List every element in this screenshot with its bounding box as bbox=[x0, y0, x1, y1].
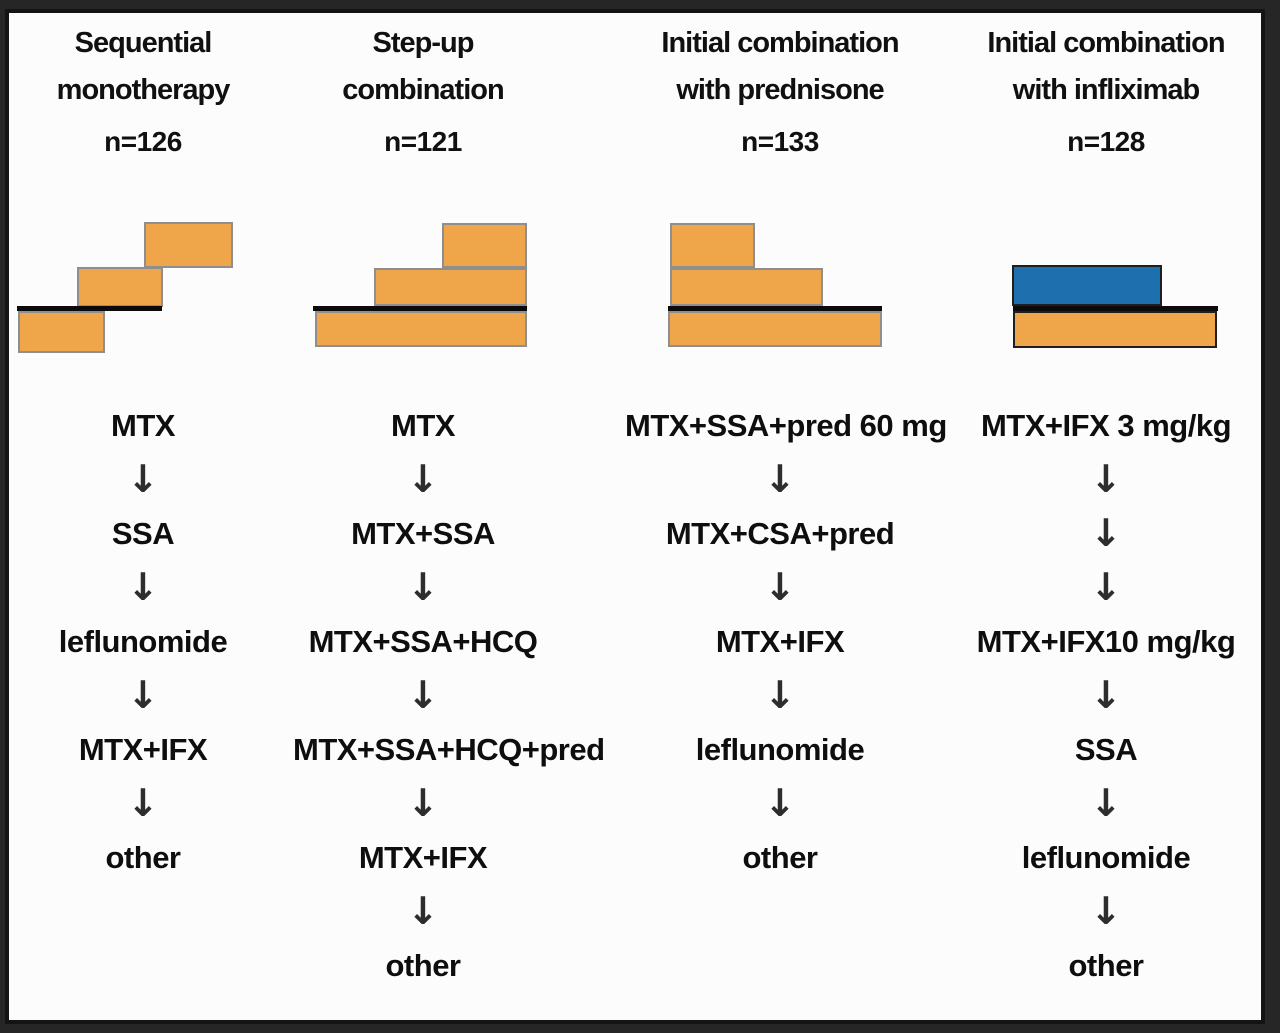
flow-step-label: SSA bbox=[111, 516, 175, 551]
column-title-line1: Step-up bbox=[372, 27, 475, 59]
flow-step-label: MTX+SSA+HCQ bbox=[308, 624, 538, 659]
flow-step-label: leflunomide bbox=[58, 624, 228, 659]
baseline-bar bbox=[17, 306, 162, 311]
treatment-step-bar bbox=[670, 223, 755, 268]
baseline-bar bbox=[1013, 306, 1218, 311]
treatment-step-bar bbox=[442, 223, 527, 268]
arrow-down-icon: ↓ bbox=[764, 781, 796, 825]
column-title-line2: with prednisone bbox=[676, 74, 884, 106]
flow-step-label: leflunomide bbox=[1021, 840, 1191, 875]
column-title-line2: combination bbox=[342, 74, 504, 106]
arrow-down-icon: ↓ bbox=[1090, 673, 1122, 717]
sample-size-label: n=121 bbox=[384, 126, 462, 157]
column-header: Sequential monotherapy n=126 bbox=[13, 20, 273, 158]
column-title-line1: Initial combination bbox=[987, 27, 1225, 59]
flow-step-label: other bbox=[105, 840, 182, 875]
arrow-down-icon: ↓ bbox=[407, 565, 439, 609]
arrow-down-icon: ↓ bbox=[127, 457, 159, 501]
column-header: Initial combination with prednisone n=13… bbox=[625, 20, 935, 158]
flow-step-label: other bbox=[385, 948, 462, 983]
flow-step-label: SSA bbox=[1074, 732, 1138, 767]
treatment-step-bar bbox=[18, 311, 105, 353]
arrow-down-icon: ↓ bbox=[764, 565, 796, 609]
flow-step-label: MTX+SSA bbox=[351, 516, 495, 551]
arrow-down-icon: ↓ bbox=[1090, 511, 1122, 555]
treatment-flow: MTX ↓ MTX+SSA ↓ MTX+SSA+HCQ ↓ MTX+SSA+HCQ+pred… bbox=[293, 0, 605, 1033]
treatment-flow: MTX+IFX 3 mg/kg ↓ ↓ ↓ MTX+IFX10 mg/kg ↓ SSA ↓ le… bbox=[950, 0, 1262, 1033]
infliximab-step-bar bbox=[1012, 265, 1162, 306]
flow-step-label: MTX+SSA+pred 60 mg bbox=[625, 408, 947, 443]
flow-step-label: leflunomide bbox=[695, 732, 865, 767]
arrow-down-icon: ↓ bbox=[407, 889, 439, 933]
flow-step-label: MTX+IFX 3 mg/kg bbox=[980, 408, 1232, 443]
treatment-flow: MTX+SSA+pred 60 mg ↓ MTX+CSA+pred ↓ MTX+IFX ↓… bbox=[625, 0, 947, 1033]
column-header: Initial combination with infliximab n=12… bbox=[950, 20, 1262, 158]
flow-step-label: MTX+IFX10 mg/kg bbox=[976, 624, 1236, 659]
flow-step-label: MTX+IFX bbox=[358, 840, 488, 875]
column-step-up-combination: Step-up combination n=121 MTX↓MTX+SSA↓MT… bbox=[293, 0, 605, 1033]
column-title-line1: Initial combination bbox=[661, 27, 899, 59]
column-sequential-monotherapy: Sequential monotherapy n=126 MTX ↓ SSA ↓ lef… bbox=[13, 0, 273, 1033]
column-initial-combination-prednisone: Initial combination with prednisone n=13… bbox=[625, 0, 947, 1033]
flow-step-label: MTX bbox=[111, 408, 175, 443]
treatment-flow: MTX ↓ SSA ↓ leflunomide ↓ MTX+IFX ↓ other bbox=[13, 0, 273, 1033]
baseline-bar bbox=[668, 306, 882, 311]
flow-step-label: MTX+IFX bbox=[78, 732, 208, 767]
arrow-down-icon: ↓ bbox=[1090, 781, 1122, 825]
arrow-down-icon: ↓ bbox=[407, 457, 439, 501]
flow-step-label: MTX+IFX bbox=[715, 624, 845, 659]
sample-size-label: n=128 bbox=[1067, 126, 1145, 157]
flow-step-label: MTX+SSA+HCQ+pred bbox=[293, 732, 605, 767]
arrow-down-icon: ↓ bbox=[127, 781, 159, 825]
treatment-step-bar bbox=[315, 311, 527, 347]
arrow-down-icon: ↓ bbox=[407, 673, 439, 717]
column-title-line2: monotherapy bbox=[56, 74, 231, 106]
treatment-step-bar bbox=[374, 268, 527, 306]
arrow-down-icon: ↓ bbox=[127, 673, 159, 717]
baseline-bar bbox=[313, 306, 527, 311]
flow-step-label: other bbox=[1068, 948, 1145, 983]
arrow-down-icon: ↓ bbox=[1090, 457, 1122, 501]
treatment-step-bar bbox=[1013, 311, 1217, 348]
arrow-down-icon: ↓ bbox=[407, 781, 439, 825]
arrow-down-icon: ↓ bbox=[1090, 565, 1122, 609]
column-header: Step-up combination n=121 bbox=[293, 20, 553, 158]
figure-panel bbox=[5, 9, 1265, 1024]
column-title-line2: with infliximab bbox=[1012, 74, 1200, 106]
flow-step-label: MTX bbox=[391, 408, 455, 443]
treatment-step-bar bbox=[670, 268, 823, 306]
column-title-line1: Sequential bbox=[74, 27, 213, 59]
arrow-down-icon: ↓ bbox=[764, 673, 796, 717]
sample-size-label: n=133 bbox=[741, 126, 819, 157]
treatment-step-bar bbox=[144, 222, 233, 268]
arrow-down-icon: ↓ bbox=[127, 565, 159, 609]
flow-step-label: other bbox=[742, 840, 819, 875]
arrow-down-icon: ↓ bbox=[1090, 889, 1122, 933]
arrow-down-icon: ↓ bbox=[764, 457, 796, 501]
column-initial-combination-infliximab: Initial combination with infliximab n=12… bbox=[950, 0, 1262, 1033]
treatment-step-bar bbox=[668, 311, 882, 347]
sample-size-label: n=126 bbox=[104, 126, 182, 157]
flow-step-label: MTX+CSA+pred bbox=[665, 516, 895, 551]
